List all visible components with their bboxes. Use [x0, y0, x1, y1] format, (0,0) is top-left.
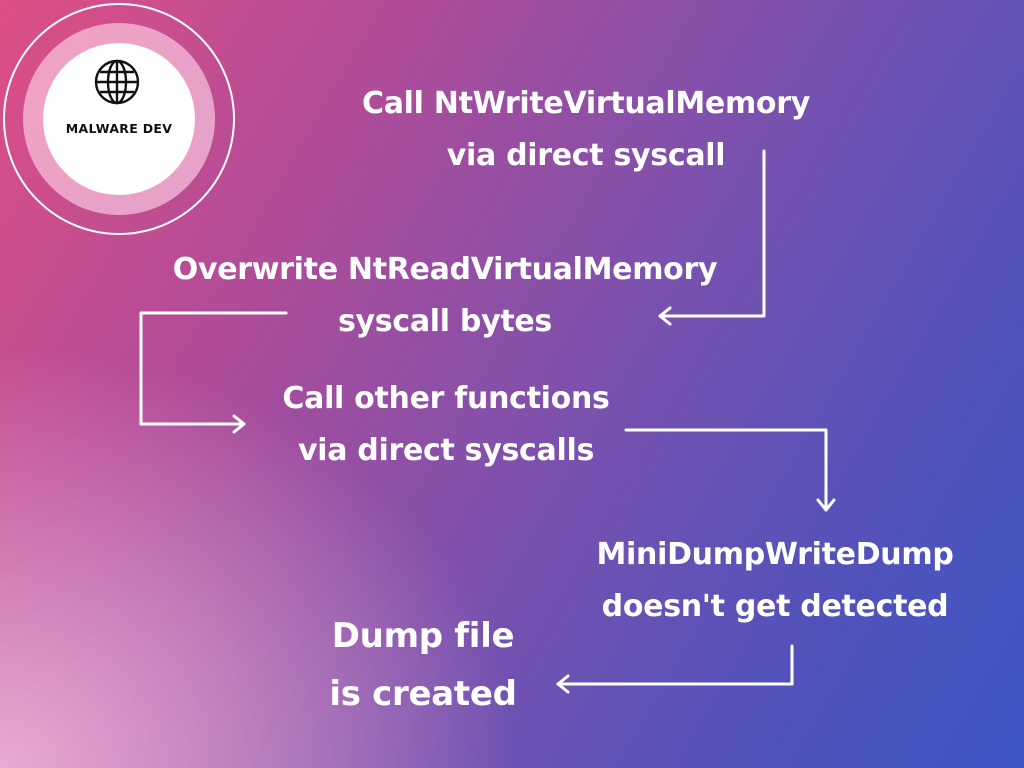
step-write-virtual-memory: Call NtWriteVirtualMemory via direct sys…: [330, 78, 842, 182]
arrow-step2-to-step3: [139, 311, 288, 434]
logo-badge: [43, 43, 195, 195]
step-4-line-1: MiniDumpWriteDump: [596, 537, 954, 572]
step-5-line-1: Dump file: [331, 616, 515, 656]
step-2-line-1: Overwrite NtReadVirtualMemory: [172, 252, 718, 287]
step-1-line-2: via direct syscall: [446, 138, 726, 173]
arrow-step1-to-step2: [658, 149, 766, 326]
logo-text: MALWARE DEV: [65, 121, 173, 136]
arrow-step3-to-step4: [624, 428, 836, 512]
logo-outer-ring: [3, 3, 235, 235]
globe-icon: [94, 59, 140, 105]
step-minidumpwritedump: MiniDumpWriteDump doesn't get detected: [560, 529, 990, 633]
step-4-line-2: doesn't get detected: [601, 589, 949, 624]
step-dump-file-created: Dump file is created: [310, 607, 536, 723]
step-call-other-functions: Call other functions via direct syscalls: [250, 373, 642, 477]
step-2-line-2: syscall bytes: [338, 304, 552, 339]
step-3-line-1: Call other functions: [282, 381, 610, 416]
step-5-line-2: is created: [329, 674, 517, 714]
step-1-line-1: Call NtWriteVirtualMemory: [362, 86, 810, 121]
arrow-step4-to-step5: [556, 644, 794, 694]
step-3-line-2: via direct syscalls: [297, 433, 594, 468]
step-overwrite-read-virtual-memory: Overwrite NtReadVirtualMemory syscall by…: [134, 244, 756, 348]
